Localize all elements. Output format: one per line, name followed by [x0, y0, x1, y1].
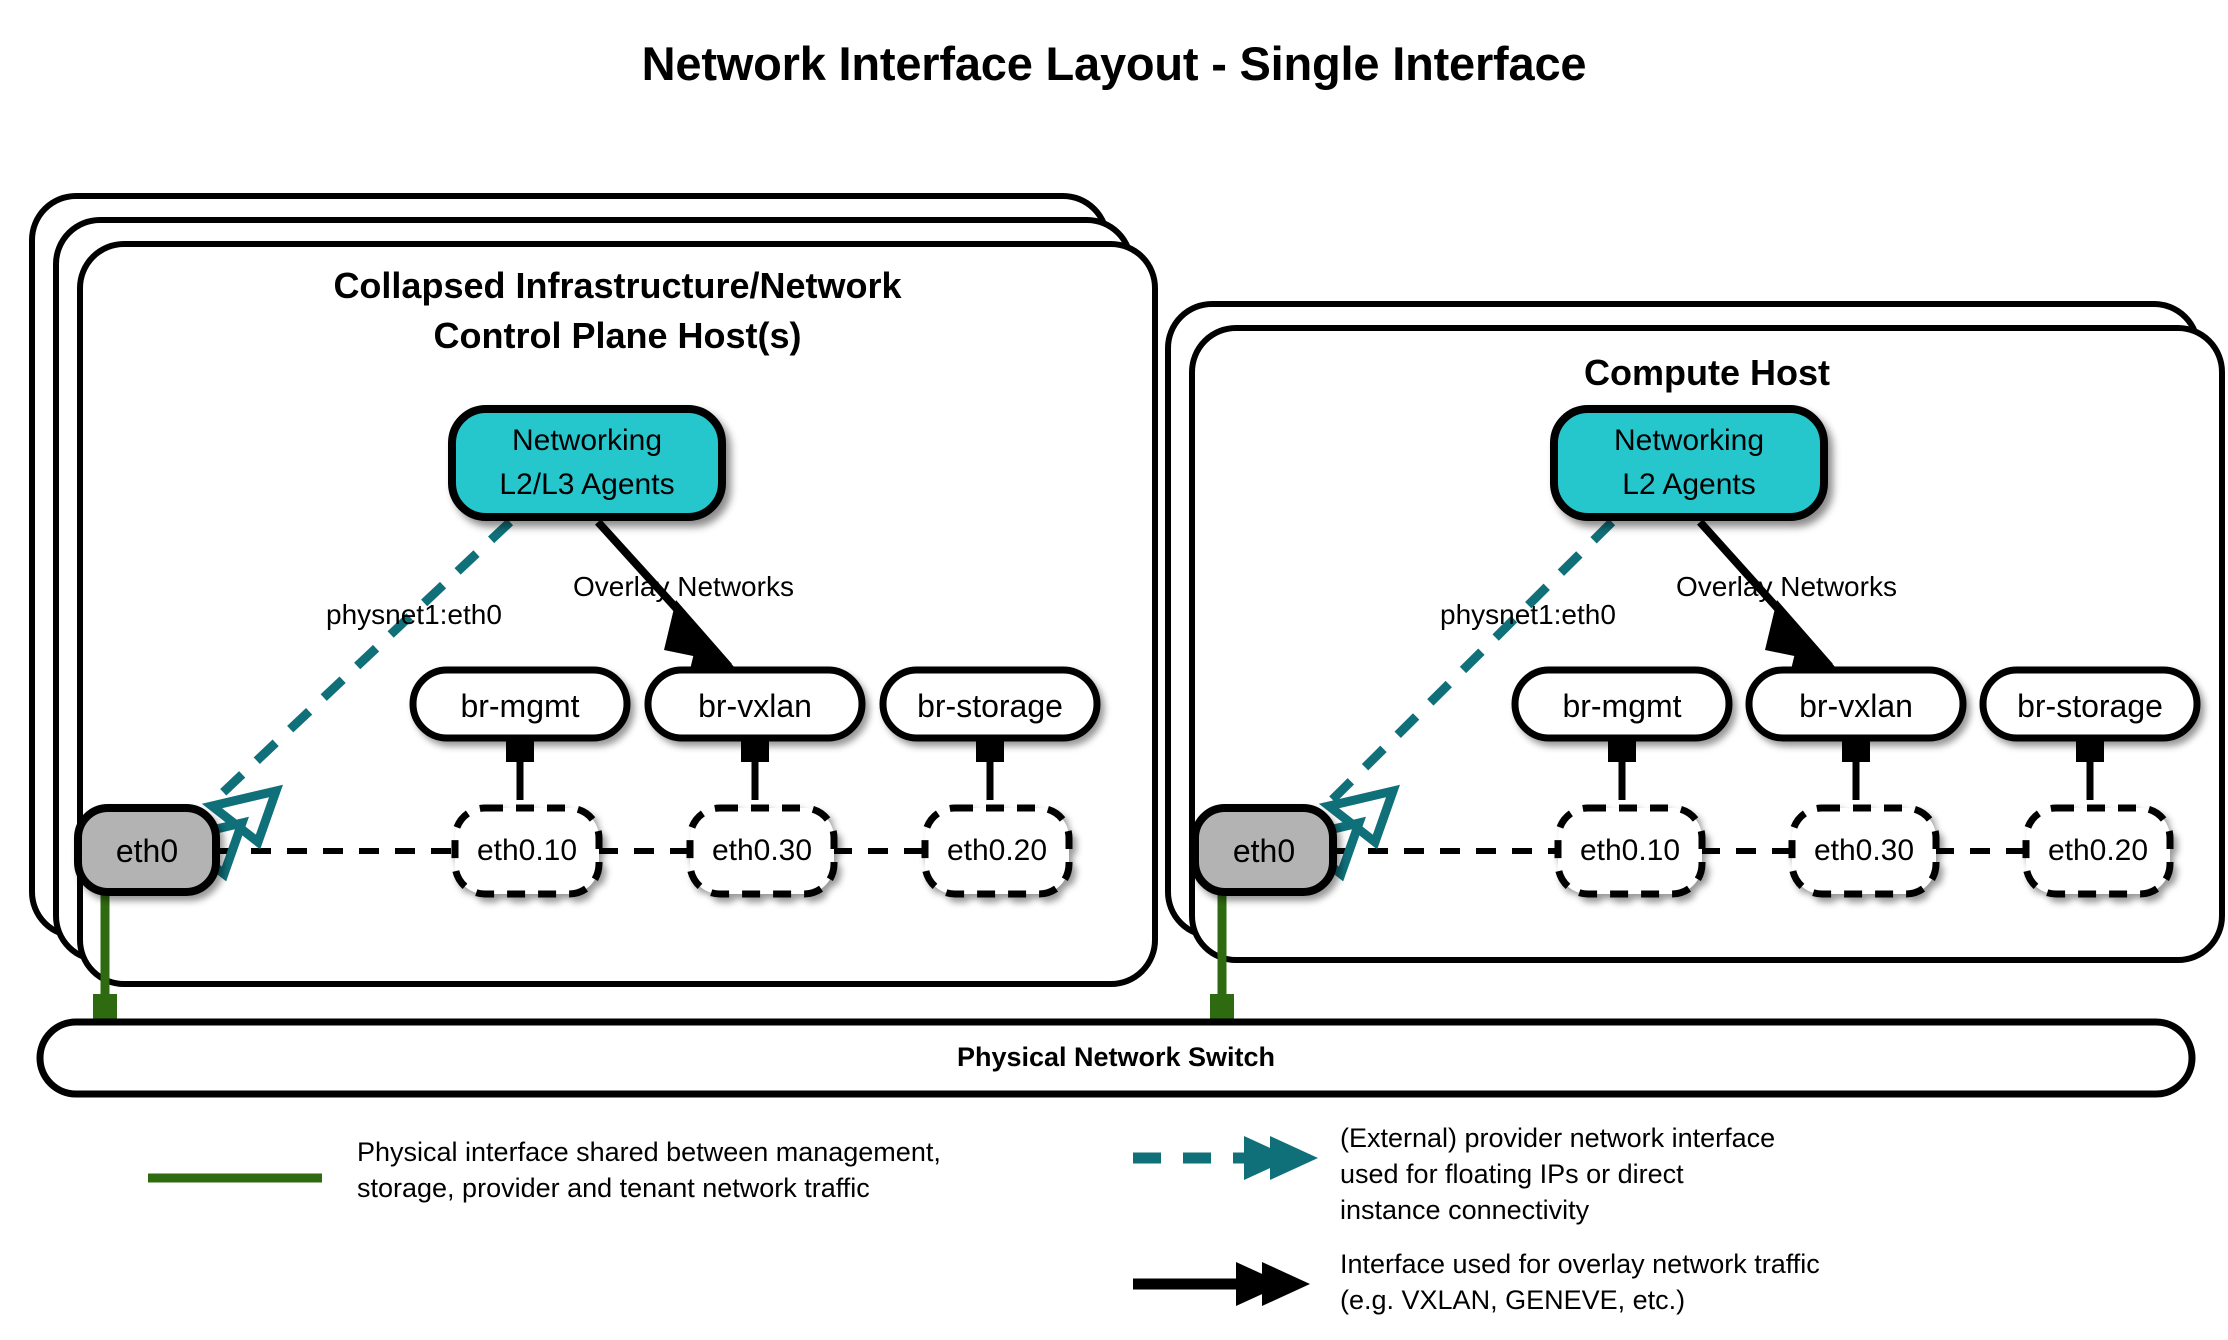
legend-item-provider: (External) provider network interface us…	[1340, 1120, 1775, 1228]
legend-item-overlay: Interface used for overlay network traff…	[1340, 1246, 1820, 1318]
nic-label-compute: eth0	[1232, 833, 1296, 869]
overlay-label-compute: Overlay Networks	[1676, 571, 1897, 602]
bridge-label-compute-0: br-mgmt	[1562, 688, 1682, 724]
legend-physical-line-1: storage, provider and tenant network tra…	[357, 1173, 870, 1203]
vlan-label-compute-0: eth0.10	[1579, 834, 1681, 867]
agent-label-compute-line2: L2 Agents	[1622, 468, 1756, 501]
vlan-nodes-control-plane[interactable]	[451, 804, 1073, 898]
switch-label: Physical Network Switch	[956, 1042, 1276, 1072]
vlan-label-control-plane-1: eth0.30	[711, 834, 813, 867]
agent-box-control-plane[interactable]	[448, 405, 726, 521]
agent-box-compute[interactable]	[1550, 405, 1828, 521]
nic-node-compute[interactable]	[1191, 804, 1337, 896]
host-card-stack-compute	[1165, 301, 2225, 963]
legend-overlay-line-0: Interface used for overlay network traff…	[1340, 1249, 1820, 1279]
bridge-nodes-control-plane[interactable]	[409, 666, 1101, 742]
bridge-label-compute-2: br-storage	[2017, 688, 2163, 724]
nic-node-control-plane[interactable]	[74, 804, 220, 896]
legend-provider-line-1: used for floating IPs or direct	[1340, 1159, 1684, 1189]
page-title: Network Interface Layout - Single Interf…	[641, 37, 1587, 90]
agent-label-compute-line1: Networking	[1613, 424, 1765, 457]
bridge-nodes-compute[interactable]	[1511, 666, 2201, 742]
bridge-label-control-plane-1: br-vxlan	[698, 688, 812, 724]
legend-provider-line-0: (External) provider network interface	[1340, 1123, 1776, 1153]
legend-swatch-overlay	[1133, 1262, 1310, 1306]
host-title-control-plane-line2: Control Plane Host(s)	[433, 315, 802, 356]
vlan-label-compute-1: eth0.30	[1813, 834, 1915, 867]
host-title-compute-line1: Compute Host	[1584, 352, 1830, 393]
host-card-stack-control-plane	[29, 193, 1158, 987]
agent-label-control-plane-line1: Networking	[511, 424, 663, 457]
host-title-control-plane-line1: Collapsed Infrastructure/Network	[333, 265, 902, 306]
vlan-label-compute-2: eth0.20	[2047, 834, 2149, 867]
legend-overlay-line-1: (e.g. VXLAN, GENEVE, etc.)	[1340, 1285, 1686, 1315]
physical-network-switch[interactable]	[36, 1018, 2196, 1098]
overlay-label-control-plane: Overlay Networks	[573, 571, 794, 602]
provider-label-compute: physnet1:eth0	[1440, 599, 1616, 630]
bridge-label-compute-1: br-vxlan	[1799, 688, 1913, 724]
vlan-label-control-plane-2: eth0.20	[946, 834, 1048, 867]
vlan-label-control-plane-0: eth0.10	[476, 834, 578, 867]
legend-item-physical: Physical interface shared between manage…	[357, 1134, 941, 1206]
nic-label-control-plane: eth0	[115, 833, 179, 869]
legend-physical-line-0: Physical interface shared between manage…	[357, 1137, 941, 1167]
legend-provider-line-2: instance connectivity	[1340, 1195, 1590, 1225]
bridge-label-control-plane-0: br-mgmt	[460, 688, 580, 724]
vlan-nodes-compute[interactable]	[1554, 804, 2174, 898]
bridge-label-control-plane-2: br-storage	[917, 688, 1063, 724]
agent-label-control-plane-line2: L2/L3 Agents	[499, 468, 675, 501]
legend-swatch-provider	[1133, 1136, 1318, 1180]
provider-label-control-plane: physnet1:eth0	[326, 599, 502, 630]
